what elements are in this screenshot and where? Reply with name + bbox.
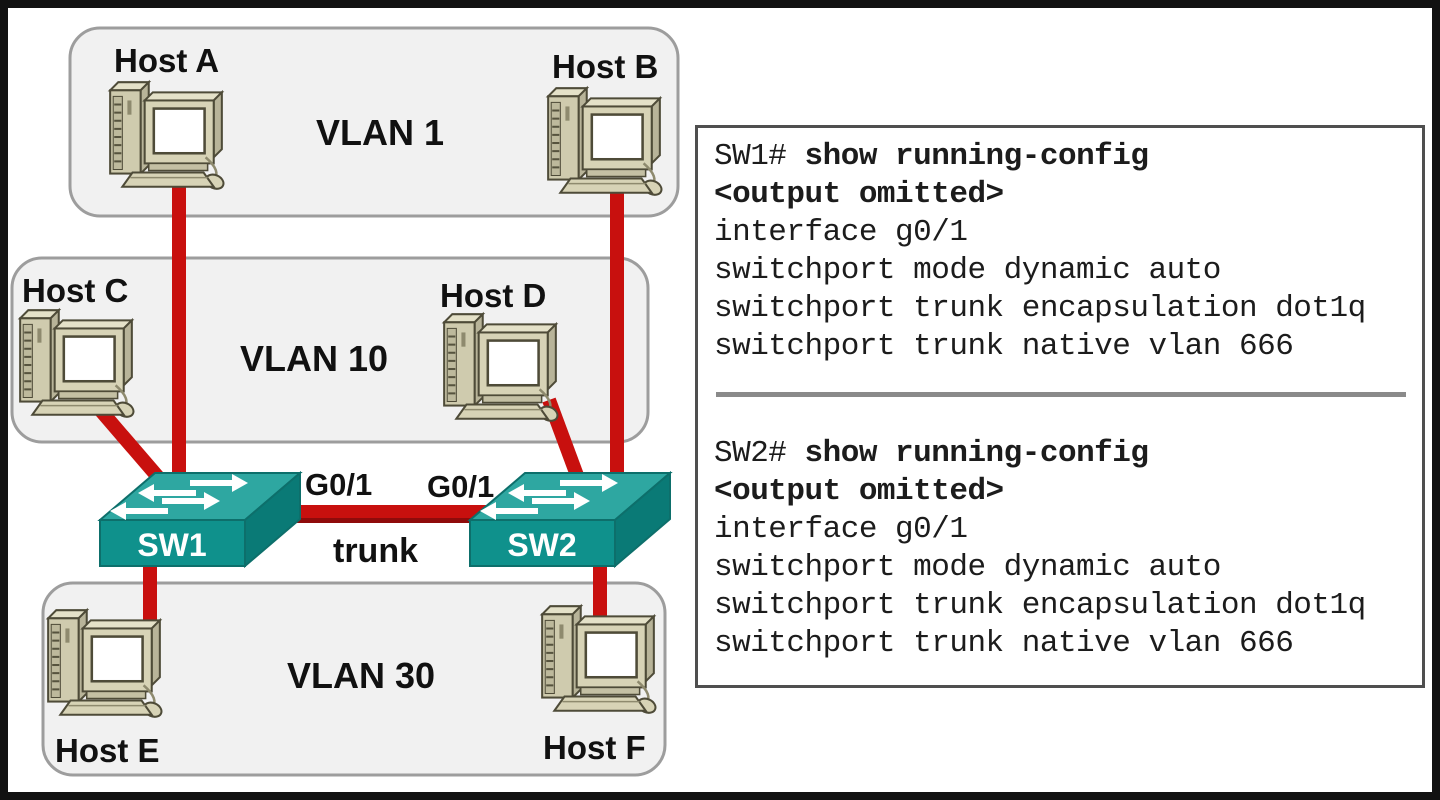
trunk-label: trunk xyxy=(333,532,418,570)
host-f-label: Host F xyxy=(543,729,646,766)
switch-sw2-label: SW2 xyxy=(507,527,576,563)
sw1-config-block: SW1# show running-config <output omitted… xyxy=(714,138,1412,366)
sw1-prompt: SW1# xyxy=(714,139,787,174)
sw1-command: show running-config xyxy=(804,139,1149,174)
sw1-command-line: SW1# show running-config xyxy=(714,138,1412,176)
sw1-config-line: interface g0/1 xyxy=(714,215,968,250)
sw2-config-line: interface g0/1 xyxy=(714,512,968,547)
sw2-command-line: SW2# show running-config xyxy=(714,435,1412,473)
host-a-label: Host A xyxy=(114,42,220,79)
host-b-label: Host B xyxy=(552,48,659,85)
sw2-config-line: switchport trunk encapsulation dot1q xyxy=(714,588,1366,623)
sw1-config-line: switchport mode dynamic auto xyxy=(714,253,1221,288)
sw1-port-label: G0/1 xyxy=(305,467,373,502)
sw2-prompt: SW2# xyxy=(714,436,787,471)
host-d-label: Host D xyxy=(440,277,547,314)
sw2-output-omitted: <output omitted> xyxy=(714,474,1004,509)
host-c-label: Host C xyxy=(22,272,129,309)
vlan30-zone xyxy=(41,581,667,777)
switch-sw1-label: SW1 xyxy=(137,527,206,563)
sw2-config-line: switchport mode dynamic auto xyxy=(714,550,1221,585)
sw1-config-line: switchport trunk native vlan 666 xyxy=(714,329,1294,364)
vlan1-zone xyxy=(68,26,680,218)
network-topology-diagram: SW1 SW2 xyxy=(10,26,680,777)
sw1-config-line: switchport trunk encapsulation dot1q xyxy=(714,291,1366,326)
trunk-link xyxy=(280,505,500,523)
sw2-port-label: G0/1 xyxy=(427,469,495,504)
sw2-config-block: SW2# show running-config <output omitted… xyxy=(714,435,1412,663)
host-e-label: Host E xyxy=(55,732,160,769)
vlan30-label: VLAN 30 xyxy=(287,655,436,696)
switch-sw1: SW1 xyxy=(97,470,303,569)
switch-sw2: SW2 xyxy=(467,470,673,569)
running-config-panel: SW1# show running-config <output omitted… xyxy=(695,125,1425,688)
sw2-config-line: switchport trunk native vlan 666 xyxy=(714,626,1294,661)
config-divider xyxy=(716,392,1406,397)
sw1-output-omitted: <output omitted> xyxy=(714,177,1004,212)
vlan1-label: VLAN 1 xyxy=(316,112,445,153)
vlan10-label: VLAN 10 xyxy=(240,338,389,379)
sw2-command: show running-config xyxy=(804,436,1149,471)
